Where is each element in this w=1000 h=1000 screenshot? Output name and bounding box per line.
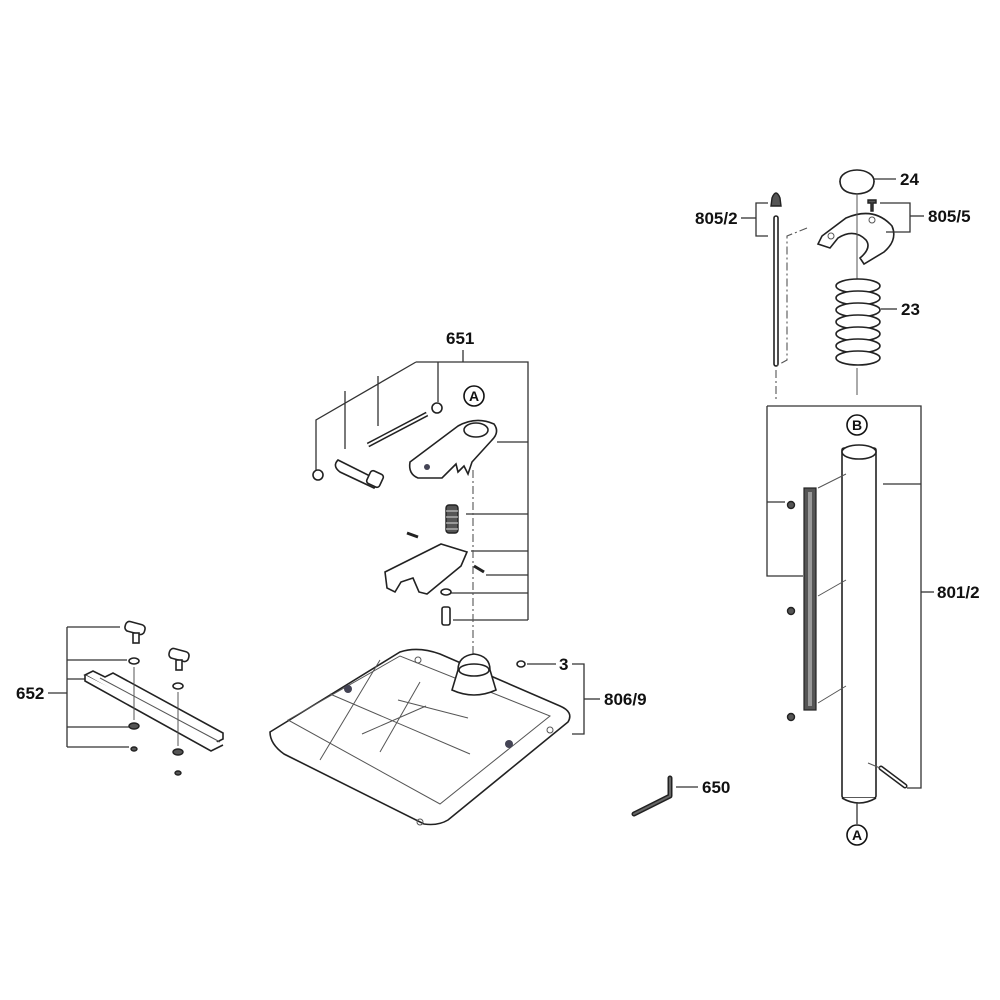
hex-key-part-650: [631, 775, 673, 817]
rack-screws: [786, 473, 847, 722]
clamp-spring-part: [445, 504, 459, 534]
thumb-screw-left: [124, 620, 146, 752]
base-plate-part-806-9: [269, 648, 571, 826]
svg-text:A: A: [469, 388, 479, 404]
column-part: [841, 444, 877, 804]
svg-text:A: A: [852, 827, 862, 843]
thumb-screw-right: [168, 647, 190, 776]
column-pin: [867, 762, 908, 789]
depth-rod-part-805-2: [770, 192, 782, 367]
callout-650: 650: [702, 778, 730, 797]
callout-651: 651: [446, 329, 474, 348]
fence-part-652: [83, 670, 224, 752]
clamp-lever-part: [384, 531, 485, 626]
marker-a-top: A: [463, 385, 485, 407]
callout-805-5: 805/5: [928, 207, 971, 226]
clamp-housing-part: [408, 419, 498, 479]
cap-part-24: [839, 169, 875, 195]
rack-part: [803, 487, 817, 711]
plug-part-3: [516, 660, 526, 668]
callout-801-2: 801/2: [937, 583, 980, 602]
callout-805-2: 805/2: [695, 209, 738, 228]
svg-text:B: B: [852, 417, 862, 433]
pin-part: [312, 402, 443, 489]
callout-806-9: 806/9: [604, 690, 647, 709]
callout-24: 24: [900, 170, 919, 189]
marker-a-bottom: A: [846, 824, 868, 846]
spring-part-23: [835, 278, 881, 366]
callout-652: 652: [16, 684, 44, 703]
holder-plate-part-805-5: [816, 199, 895, 266]
callout-3: 3: [559, 655, 568, 674]
callout-23: 23: [901, 300, 920, 319]
marker-b: B: [846, 414, 868, 436]
